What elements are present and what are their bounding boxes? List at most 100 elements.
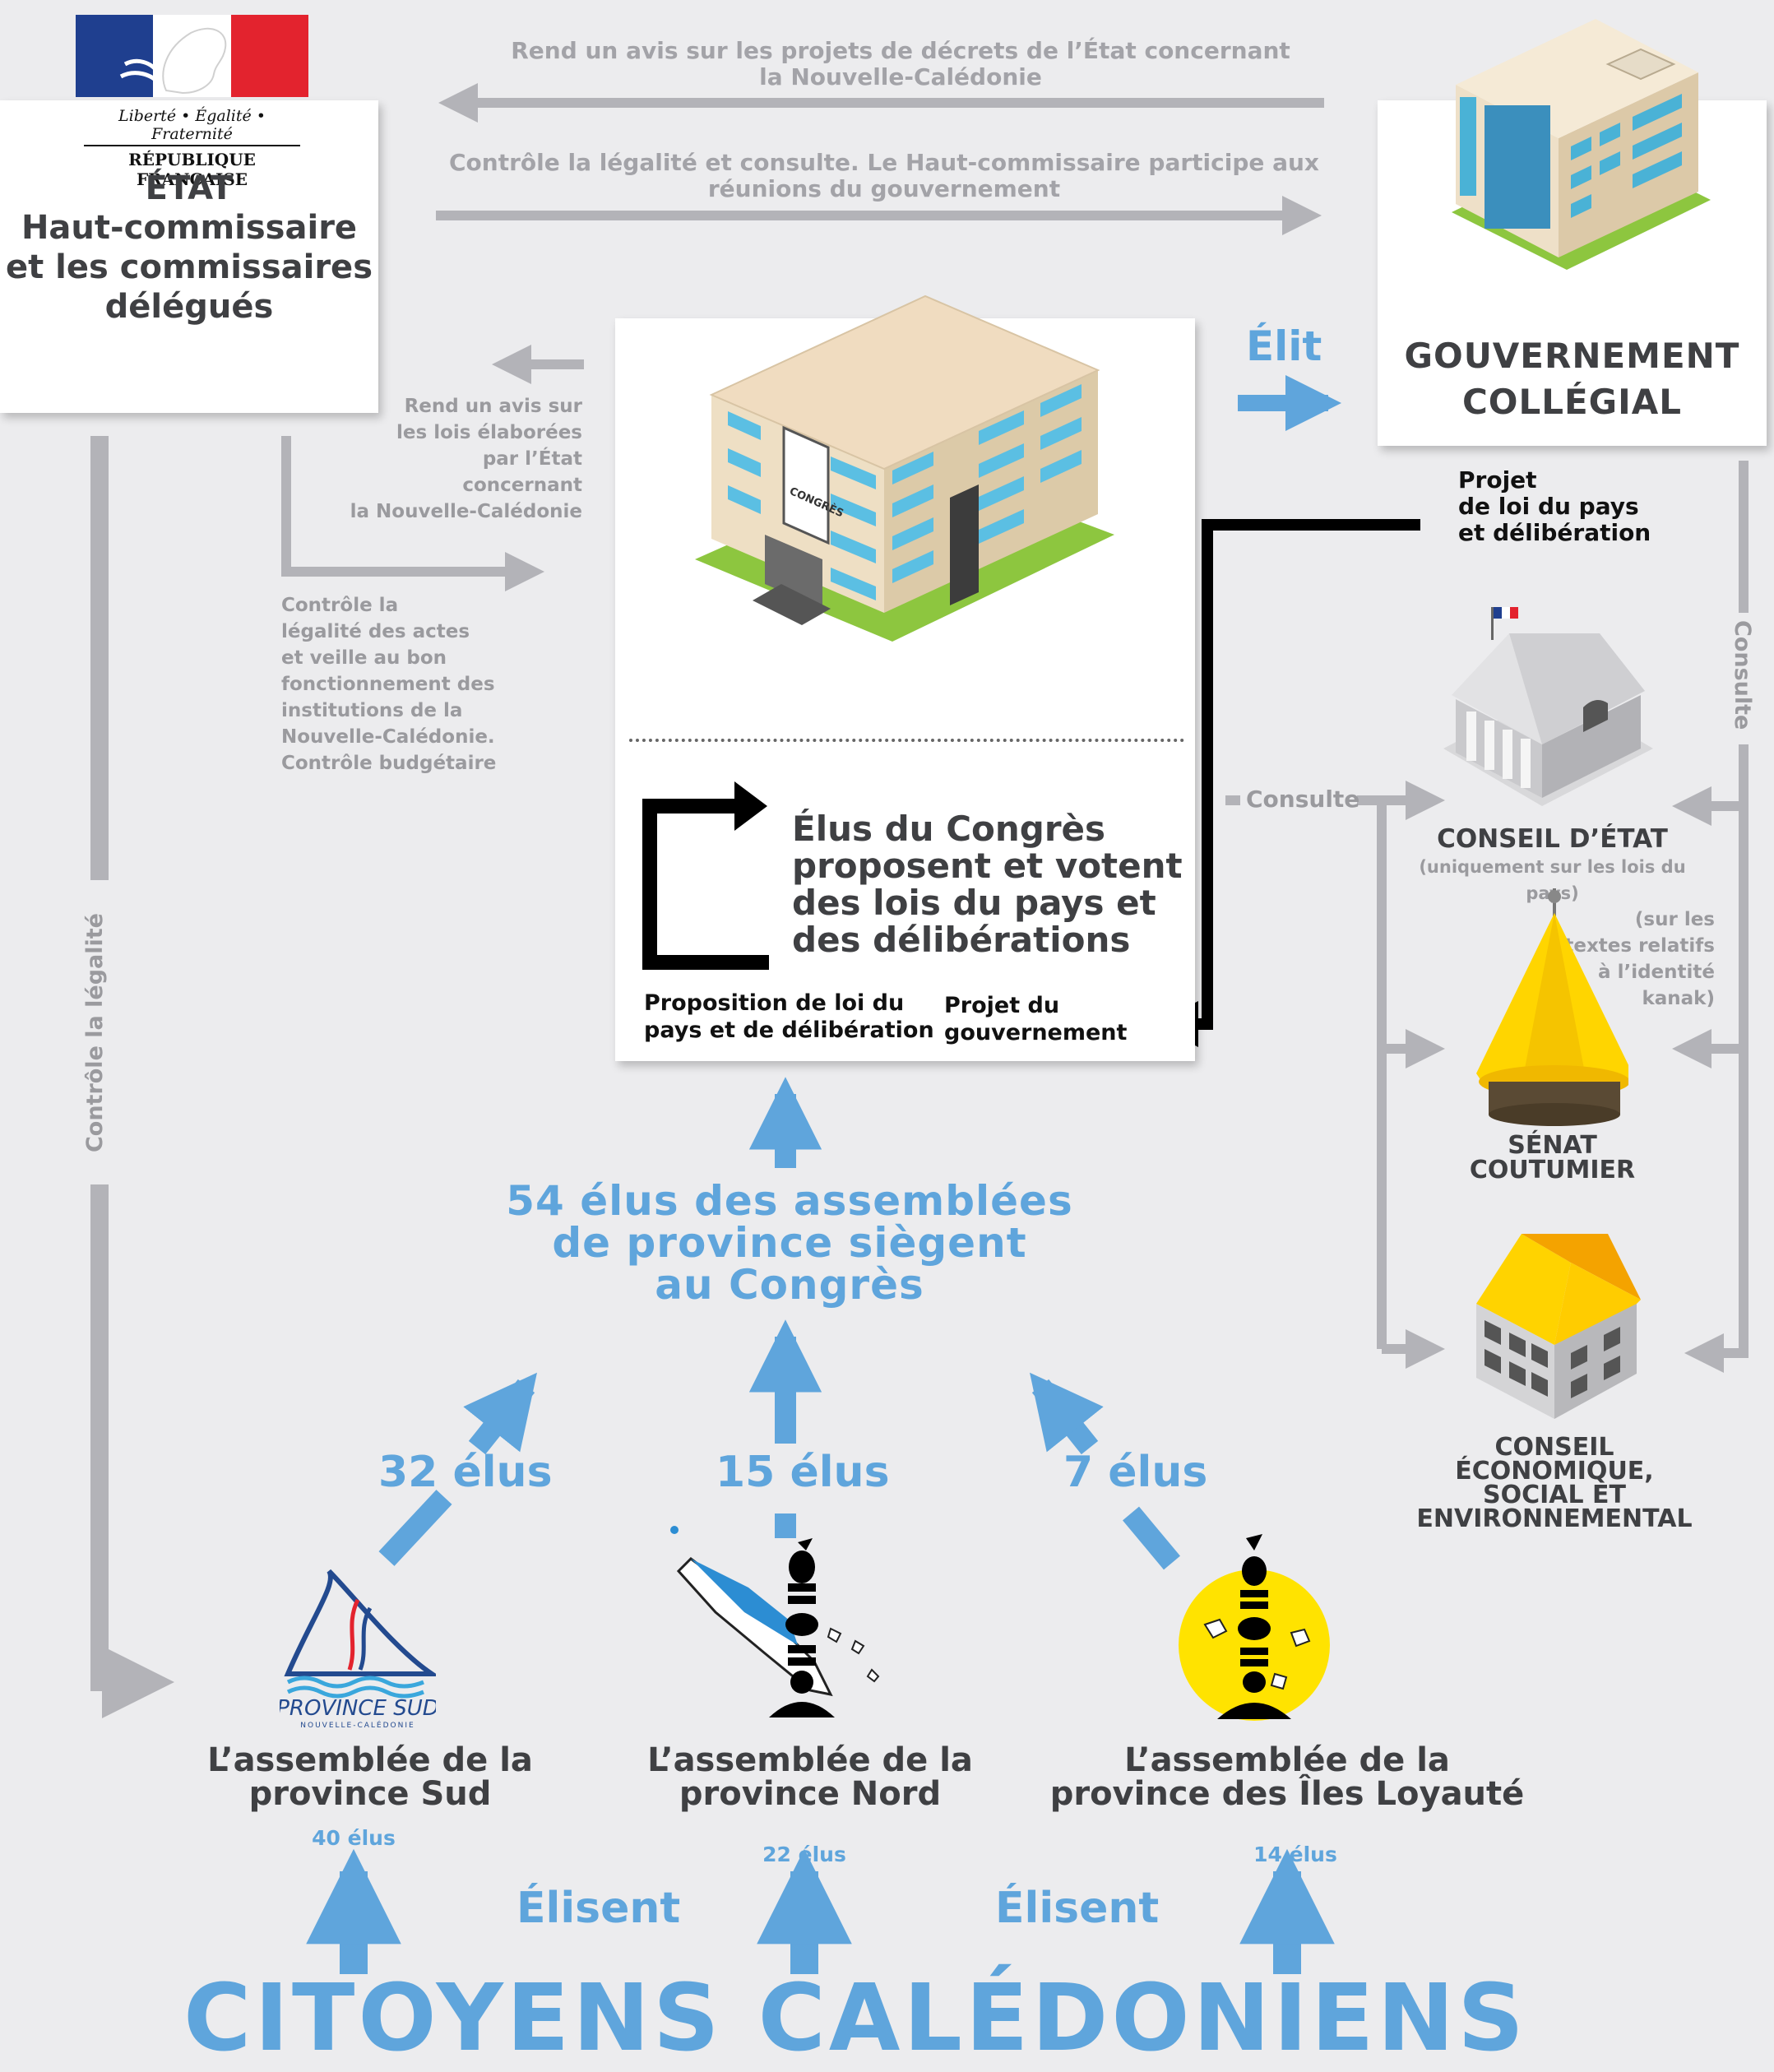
etat-subtitle: Haut-commissaire et les commissaires dél… xyxy=(0,208,378,327)
avis-lois-line: les lois élaborées xyxy=(396,422,582,443)
gouvernement-title-line: GOUVERNEMENT xyxy=(1404,336,1740,376)
province-sud-logo: PROVINCE SUD NOUVELLE-CALÉDONIE xyxy=(280,1569,436,1730)
proposition-line: Proposition de loi du xyxy=(644,990,905,1016)
province-sud-name-line: province Sud xyxy=(248,1775,492,1813)
avis-lois-line: concernant xyxy=(462,475,582,496)
elus-54-line: au Congrès xyxy=(655,1261,924,1309)
avis-lois-line: Rend un avis sur xyxy=(404,396,582,417)
consulte-left-label: Consulte xyxy=(1246,786,1360,813)
controle-actes-line: légalité des actes xyxy=(281,621,470,642)
projet-gouvernement-text: Projet du gouvernement xyxy=(944,992,1127,1046)
controle-actes-line: institutions de la xyxy=(281,700,463,721)
elisent-label-1: Élisent xyxy=(516,1884,681,1933)
controle-actes-line: Contrôle budgétaire xyxy=(281,753,497,774)
controle-actes-line: fonctionnement des xyxy=(281,674,495,695)
controle-actes-line: et veille au bon xyxy=(281,647,447,669)
arrow-controle-actes xyxy=(281,436,544,591)
line-consulte-left xyxy=(1357,795,1387,1349)
province-nord-name-line: province Nord xyxy=(679,1775,942,1813)
arrow-iles-to-congres-tail xyxy=(1123,1506,1180,1570)
republique-francaise-logo: Liberté • Égalité • Fraternité RÉPUBLIQU… xyxy=(76,15,308,189)
senat-note-line: (sur les xyxy=(1634,909,1715,930)
senat-note: (sur les textes relatifs à l’identité ka… xyxy=(1563,906,1715,1012)
congres-main-line: des délibérations xyxy=(792,920,1131,960)
etat-title: ÉTAT xyxy=(145,169,234,207)
marianne-flag-icon xyxy=(76,15,308,97)
province-iles-name-line: L’assemblée de la xyxy=(1124,1741,1450,1779)
senat-title-line: SÉNAT xyxy=(1508,1131,1597,1160)
province-iles-name-line: province des Îles Loyauté xyxy=(1049,1775,1525,1813)
projet-gouvernement-line: Projet du xyxy=(944,993,1060,1018)
consulte-right-label: Consulte xyxy=(1729,617,1755,734)
avis-decrets-text: Rend un avis sur les projets de décrets … xyxy=(461,38,1341,90)
province-sud-name-line: L’assemblée de la xyxy=(207,1741,533,1779)
projet-loi-line: Projet xyxy=(1458,466,1537,494)
controle-gouvernement-line: Contrôle la légalité et consulte. Le Hau… xyxy=(448,149,1319,176)
congres-building-icon: CONGRÈS xyxy=(695,294,1114,642)
avis-lois-line: la Nouvelle-Calédonie xyxy=(350,501,582,522)
assembly-seats-nord: 22 élus xyxy=(762,1843,846,1866)
gouvernement-title-line: COLLÉGIAL xyxy=(1461,382,1683,422)
senat-title-line: COUTUMIER xyxy=(1469,1156,1636,1184)
province-iles-logo xyxy=(1179,1534,1330,1721)
conseil-etat-building-icon xyxy=(1443,607,1653,806)
province-sud-logo-subtext: NOUVELLE-CALÉDONIE xyxy=(300,1720,415,1730)
projet-loi-line: de loi du pays xyxy=(1458,493,1639,520)
elus-54-line: 54 élus des assemblées xyxy=(506,1177,1073,1225)
projet-loi-text: Projet de loi du pays et délibération xyxy=(1458,467,1651,546)
projet-loi-line: et délibération xyxy=(1458,519,1651,546)
seats-iles: 7 élus xyxy=(1063,1448,1208,1497)
senat-hut-icon xyxy=(1476,888,1628,1126)
province-sud-name: L’assemblée de la province Sud xyxy=(164,1744,576,1811)
controle-actes-line: Contrôle la xyxy=(281,595,399,616)
cese-title-line: SOCIAL ET xyxy=(1482,1481,1627,1509)
arrow-iles-to-congres xyxy=(1030,1372,1104,1455)
cese-title: CONSEIL ÉCONOMIQUE, SOCIAL ET ENVIRONNEM… xyxy=(1390,1433,1719,1533)
controle-gouvernement-line: réunions du gouvernement xyxy=(707,175,1061,202)
province-sud-logo-text: PROVINCE SUD xyxy=(280,1696,436,1721)
assembly-seats-iles: 14 élus xyxy=(1253,1843,1337,1866)
province-nord-name: L’assemblée de la province Nord xyxy=(604,1744,1016,1811)
avis-lois-text: Rend un avis sur les lois élaborées par … xyxy=(329,393,582,525)
seats-nord: 15 élus xyxy=(716,1448,890,1497)
controle-gouvernement-text: Contrôle la légalité et consulte. Le Hau… xyxy=(428,150,1341,202)
elisent-label-2: Élisent xyxy=(995,1884,1160,1933)
avis-decrets-line: la Nouvelle-Calédonie xyxy=(759,63,1042,90)
projet-gouvernement-line: gouvernement xyxy=(944,1020,1128,1045)
elus-54-line: de province siègent xyxy=(552,1219,1027,1267)
cese-title-line: ÉCONOMIQUE, xyxy=(1455,1457,1654,1486)
senat-note-line: kanak) xyxy=(1642,988,1715,1009)
etat-subtitle-line: Haut-commissaire xyxy=(21,209,358,247)
congres-main-line: des lois du pays et xyxy=(792,883,1156,923)
etat-subtitle-line: délégués xyxy=(104,288,274,326)
gouvernement-title: GOUVERNEMENT COLLÉGIAL xyxy=(1378,333,1767,425)
congres-main-line: Élus du Congrès xyxy=(792,809,1106,849)
province-iles-name: L’assemblée de la province des Îles Loya… xyxy=(1032,1744,1542,1811)
assembly-seats-sud: 40 élus xyxy=(312,1826,396,1850)
cese-building-icon xyxy=(1476,1234,1641,1419)
senat-note-line: textes relatifs xyxy=(1564,935,1715,957)
arrow-sud-to-congres xyxy=(378,1490,452,1566)
avis-decrets-line: Rend un avis sur les projets de décrets … xyxy=(511,37,1290,64)
conseil-etat-title: CONSEIL D’ÉTAT xyxy=(1437,824,1668,854)
province-nord-logo xyxy=(670,1526,880,1717)
elit-label: Élit xyxy=(1246,322,1322,370)
arrow-controle-legalite xyxy=(90,1184,174,1718)
controle-actes-line: Nouvelle-Calédonie. xyxy=(281,726,495,748)
arrow-sud-to-congres-head xyxy=(463,1372,537,1455)
seats-sud: 32 élus xyxy=(378,1448,553,1497)
etat-card xyxy=(0,100,378,413)
gouvernement-building-icon xyxy=(1452,19,1711,270)
cese-title-line: ENVIRONNEMENTAL xyxy=(1416,1504,1693,1533)
vote-loop-arrow-icon xyxy=(642,781,769,970)
congres-main-text: Élus du Congrès proposent et votent des … xyxy=(792,810,1183,958)
etat-subtitle-line: et les commissaires xyxy=(6,248,373,286)
cese-title-line: CONSEIL xyxy=(1494,1433,1614,1462)
proposition-text: Proposition de loi du pays et de délibér… xyxy=(644,990,934,1044)
province-nord-name-line: L’assemblée de la xyxy=(647,1741,973,1779)
senat-note-line: à l’identité xyxy=(1598,962,1715,983)
avis-lois-line: par l’État xyxy=(482,448,582,470)
proposition-line: pays et de délibération xyxy=(644,1017,934,1043)
controle-actes-text: Contrôle la légalité des actes et veille… xyxy=(281,592,528,776)
